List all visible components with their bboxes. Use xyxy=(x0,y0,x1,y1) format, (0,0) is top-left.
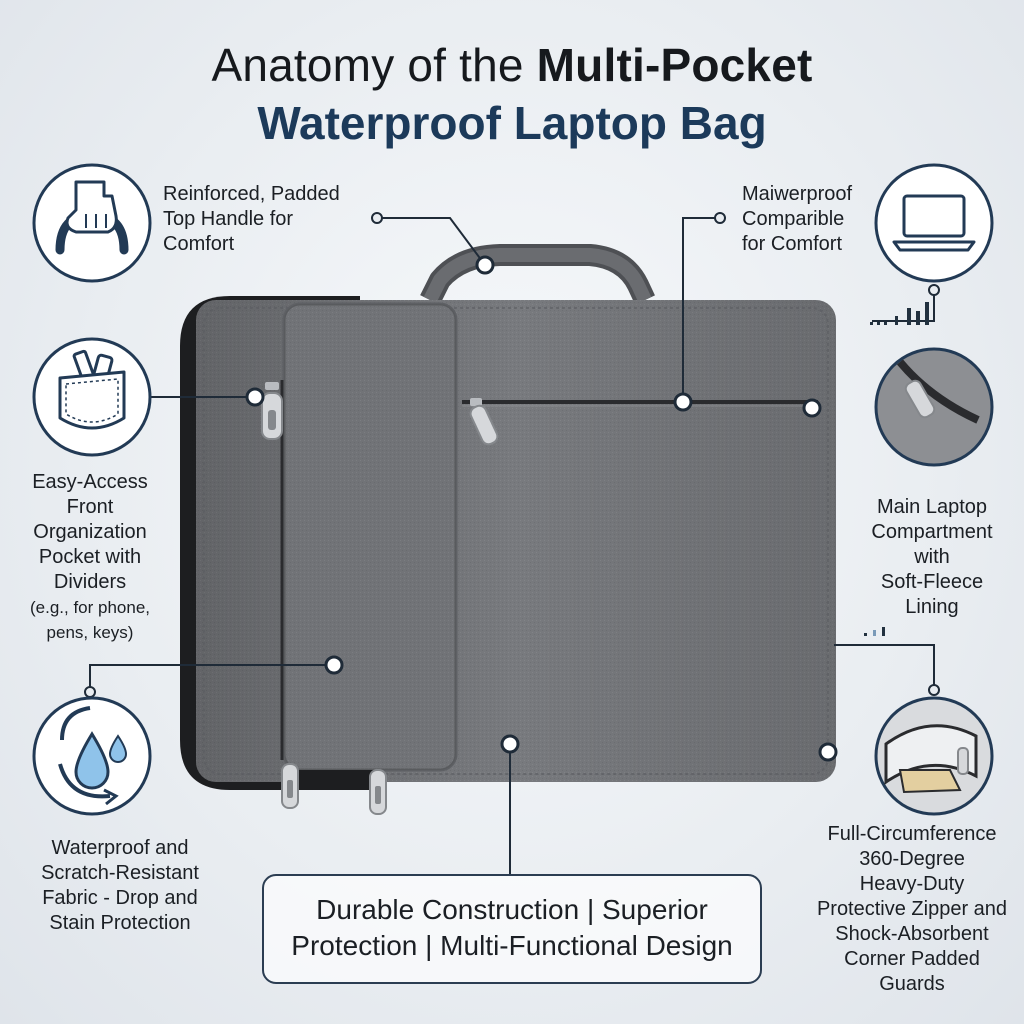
callout-line: Guards xyxy=(879,973,945,995)
title-line-1: Anatomy of the Multi-Pocket xyxy=(211,39,813,91)
callout-line: Pocket with xyxy=(38,546,142,568)
callout-line: Reinforced, Padded xyxy=(163,183,340,205)
hand-handle-icon xyxy=(32,163,152,283)
corner-guard-icon xyxy=(874,696,994,816)
callout-line: for Comfort xyxy=(742,233,843,255)
callout-line: Lining xyxy=(905,596,959,618)
banner-line-1: Durable Construction | Superior xyxy=(316,894,708,925)
callout-handle: Reinforced, Padded Top Handle for Comfor… xyxy=(163,182,340,257)
pocket-icon xyxy=(32,337,152,457)
banner-line-2: Protection | Multi-Functional Design xyxy=(291,930,733,961)
callout-note: pens, keys) xyxy=(46,623,134,642)
callout-line: 360-Degree xyxy=(859,848,965,870)
zipper-pull-top xyxy=(469,398,499,446)
callout-line: Heavy-Duty xyxy=(859,873,965,895)
callout-zipper-guards: Full-Circumference 360-Degree Heavy-Duty… xyxy=(804,822,1020,997)
callout-front-pocket: Easy-Access Front Organization Pocket wi… xyxy=(10,470,170,645)
callout-line: Top Handle for xyxy=(163,208,294,230)
callout-note: (e.g., for phone, xyxy=(29,598,151,617)
callout-line: Waterproof and xyxy=(51,837,189,859)
water-drop-icon xyxy=(32,696,152,816)
callout-markers xyxy=(245,255,838,762)
callout-line: Easy-Access xyxy=(32,471,148,493)
callout-line: Soft-Fleece xyxy=(880,571,984,593)
laptop-bag xyxy=(180,296,836,815)
callout-line: Corner Padded xyxy=(844,948,980,970)
callout-line: Fabric - Drop and xyxy=(42,887,198,909)
callout-line: Organization xyxy=(33,521,147,543)
callout-line: with xyxy=(914,546,950,568)
callout-line: Front xyxy=(66,496,114,518)
callout-line: Shock-Absorbent xyxy=(835,923,989,945)
callout-line: Comfort xyxy=(163,233,235,255)
zipper-pull-left xyxy=(261,382,283,440)
laptop-icon xyxy=(874,163,994,283)
leader-lines xyxy=(89,217,935,874)
callout-line: Maiwerproof xyxy=(742,183,853,205)
callout-line: Stain Protection xyxy=(49,912,191,934)
callout-main-compartment: Main Laptop Compartment with Soft-Fleece… xyxy=(848,495,1016,620)
zipper-closeup-icon xyxy=(874,347,994,467)
callout-line: Scratch-Resistant xyxy=(41,862,199,884)
signal-bars-decoration xyxy=(864,302,929,636)
callout-line: Full-Circumference xyxy=(827,823,997,845)
callout-line: Dividers xyxy=(53,571,127,593)
title-line-2: Waterproof Laptop Bag xyxy=(257,97,767,149)
feature-banner: Durable Construction | Superior Protecti… xyxy=(262,874,762,984)
bag-handle xyxy=(420,244,655,305)
callout-line: Main Laptop xyxy=(876,496,988,518)
leader-end-dots xyxy=(84,212,940,698)
zipper-pulls-bottom xyxy=(281,763,387,815)
callout-waterproof-right: Maiwerproof Comparible for Comfort xyxy=(742,182,852,257)
callout-line: Protective Zipper and xyxy=(816,898,1008,920)
callout-line: Comparible xyxy=(742,208,845,230)
callout-line: Compartment xyxy=(871,521,993,543)
callout-fabric: Waterproof and Scratch-Resistant Fabric … xyxy=(20,836,220,936)
